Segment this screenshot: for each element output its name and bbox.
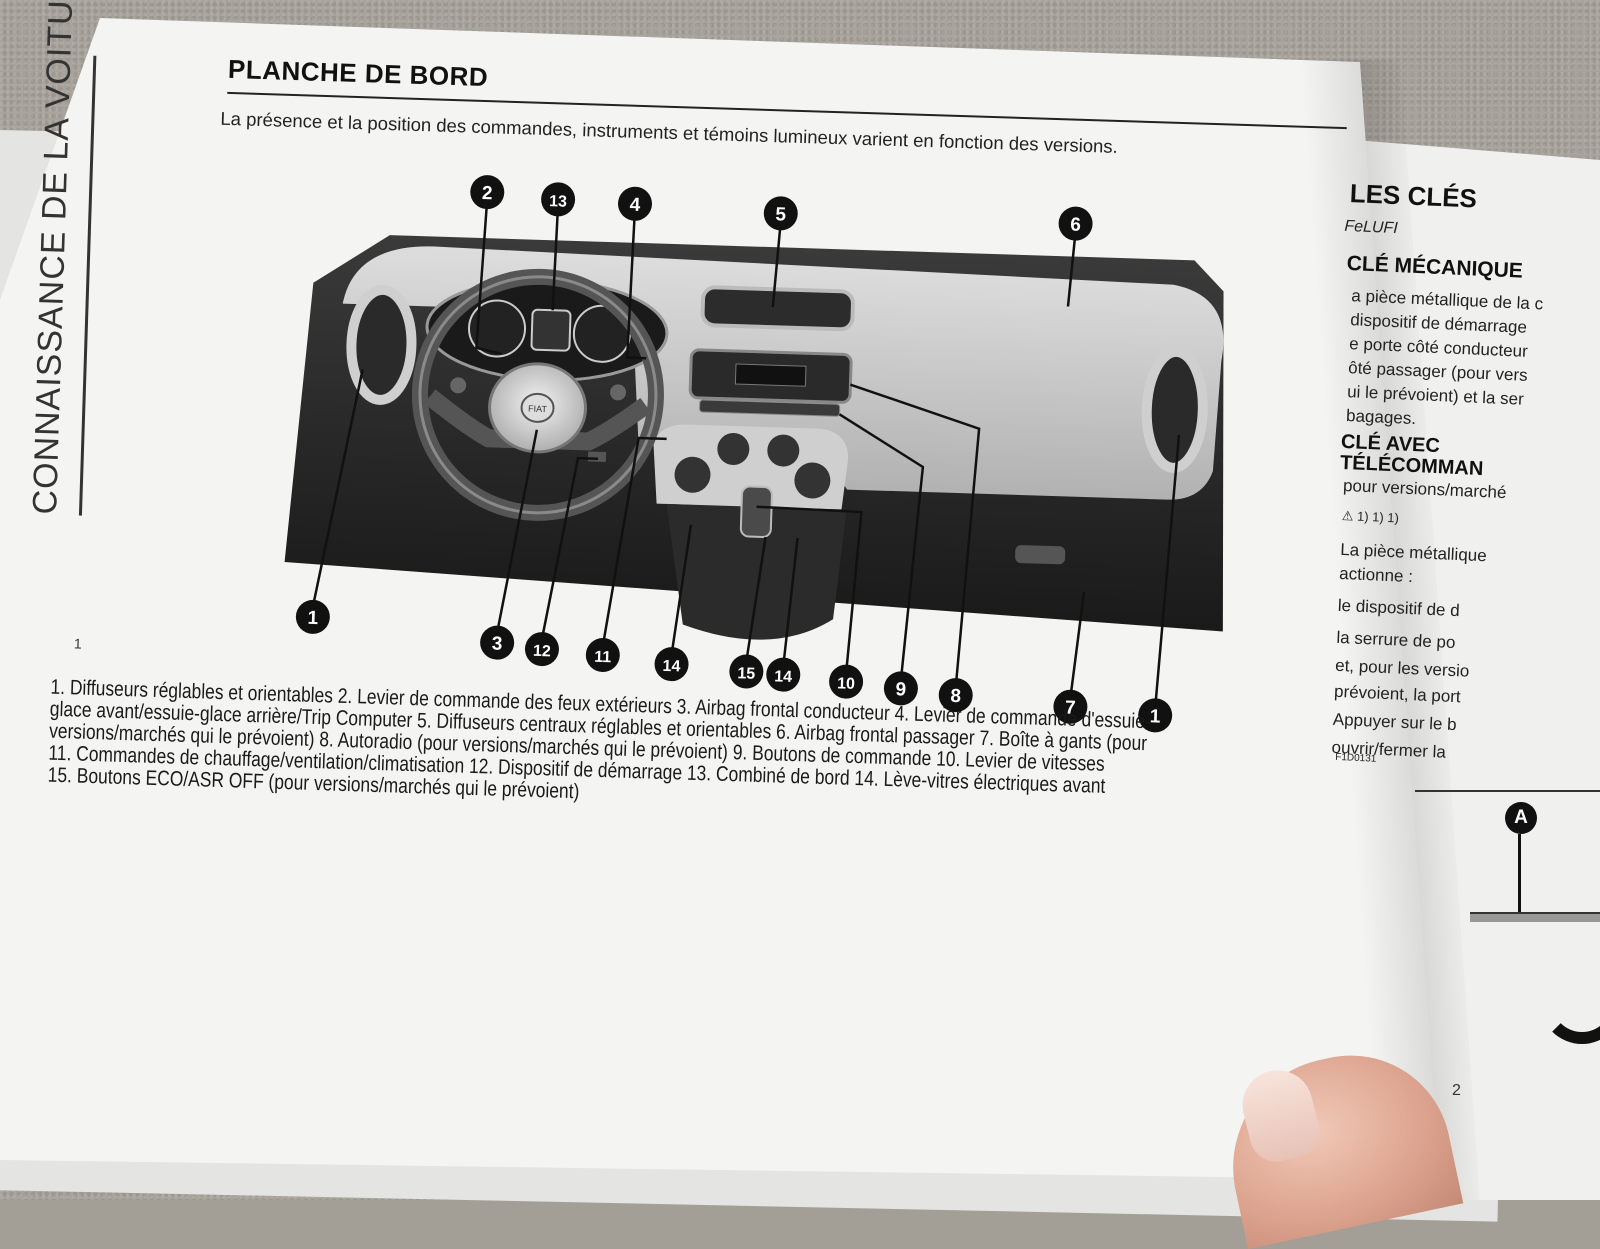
text-line: ôté passager (pour vers (1347, 358, 1529, 385)
callout-6: 6 (1058, 206, 1093, 241)
image-code: F1D0131 (1334, 751, 1377, 765)
svg-text:14: 14 (774, 668, 792, 686)
callout-markers: 2 13 4 5 6 1 3 12 11 14 15 14 10 9 8 7 1 (295, 175, 1173, 733)
text-line: et, pour les versio (1334, 655, 1470, 681)
right-page-number: 2 (1452, 1082, 1461, 1099)
warning-triangle-icon: ⚠ (1341, 507, 1354, 524)
right-page-content: LES CLÉS FeLUFI CLÉ MÉCANIQUE a pièce mé… (1331, 178, 1544, 765)
control-button-strip (699, 399, 841, 417)
glovebox-handle (1015, 545, 1066, 565)
callout-12: 12 (524, 632, 559, 667)
callout-11: 11 (585, 637, 620, 672)
callout-8: 8 (938, 678, 973, 713)
svg-text:8: 8 (950, 686, 961, 707)
text-line: La pièce métallique (1339, 539, 1488, 566)
svg-text:1: 1 (1150, 706, 1162, 727)
callout-a: A (1505, 802, 1537, 834)
callout-a-leader (1518, 834, 1521, 914)
fiat-badge-label: FIAT (528, 404, 548, 415)
callout-leaders (312, 203, 1181, 704)
svg-text:2: 2 (482, 183, 493, 204)
svg-text:4: 4 (629, 195, 641, 216)
hvac-knob-3 (674, 456, 711, 493)
radio-display (734, 363, 807, 387)
steering-wheel-rim-highlight (418, 275, 658, 515)
callout-2: 2 (470, 175, 505, 210)
text-line: a pièce métallique de la c (1350, 286, 1544, 314)
callout-1-left: 1 (295, 599, 330, 634)
text-line: dispositif de démarrage (1349, 310, 1528, 337)
heading-remote-key: CLÉ AVEC TÉLÉCOMMAN (1340, 431, 1485, 480)
callout-13: 13 (541, 182, 576, 217)
callout-3: 3 (480, 625, 515, 660)
callout-5: 5 (763, 196, 798, 231)
text-line: Appuyer sur le b (1332, 709, 1457, 735)
cluster-display (530, 308, 572, 352)
warning-refs: 1) 1) 1) (1356, 508, 1400, 526)
text-line: actionne : (1338, 563, 1414, 587)
callout-14-right: 14 (766, 657, 801, 692)
centre-console (666, 503, 847, 640)
svg-text:14: 14 (662, 658, 680, 676)
hvac-knob-2 (767, 434, 800, 467)
left-vent (346, 284, 417, 405)
warning-icons-row: ⚠ 1) 1) 1) (1341, 508, 1399, 526)
svg-text:7: 7 (1065, 698, 1076, 719)
text-line: prévoient, la port (1333, 681, 1462, 707)
heading-mechanical-key: CLÉ MÉCANIQUE (1346, 251, 1524, 283)
callout-1-right: 1 (1138, 698, 1173, 733)
svg-text:15: 15 (737, 665, 755, 683)
callout-14-left: 14 (654, 647, 689, 682)
callout-4: 4 (617, 186, 652, 221)
key-illustration-bar (1470, 912, 1600, 922)
svg-text:11: 11 (594, 649, 612, 667)
svg-text:9: 9 (895, 679, 906, 700)
right-page-title: LES CLÉS (1349, 178, 1478, 214)
svg-text:12: 12 (533, 643, 551, 661)
steering-button-right (610, 384, 627, 401)
callout-10: 10 (829, 664, 864, 699)
callout-15: 15 (729, 654, 764, 689)
callout-7: 7 (1053, 689, 1088, 724)
text-line: e porte côté conducteur (1348, 334, 1529, 361)
svg-text:3: 3 (491, 634, 502, 655)
hvac-knob-1 (717, 432, 750, 465)
centre-vent (700, 285, 855, 332)
text-line: la serrure de po (1336, 627, 1456, 653)
right-page-logo: FeLUFI (1344, 217, 1399, 238)
hvac-knob-4 (794, 462, 831, 499)
gear-lever (739, 485, 773, 538)
svg-text:10: 10 (837, 675, 855, 693)
text-line: le dispositif de d (1337, 595, 1461, 621)
steering-button-left (450, 377, 467, 394)
speedometer (468, 299, 527, 358)
callout-9: 9 (883, 671, 918, 706)
svg-text:1: 1 (307, 608, 319, 629)
right-page-rule (1415, 790, 1600, 792)
svg-text:5: 5 (775, 204, 787, 225)
fiat-badge (520, 392, 555, 423)
right-vent (1141, 346, 1208, 473)
text-line: bagages. (1345, 406, 1417, 429)
text-line: ui le prévoient) et la ser (1346, 382, 1525, 409)
svg-text:6: 6 (1070, 214, 1081, 235)
svg-text:13: 13 (549, 193, 567, 211)
